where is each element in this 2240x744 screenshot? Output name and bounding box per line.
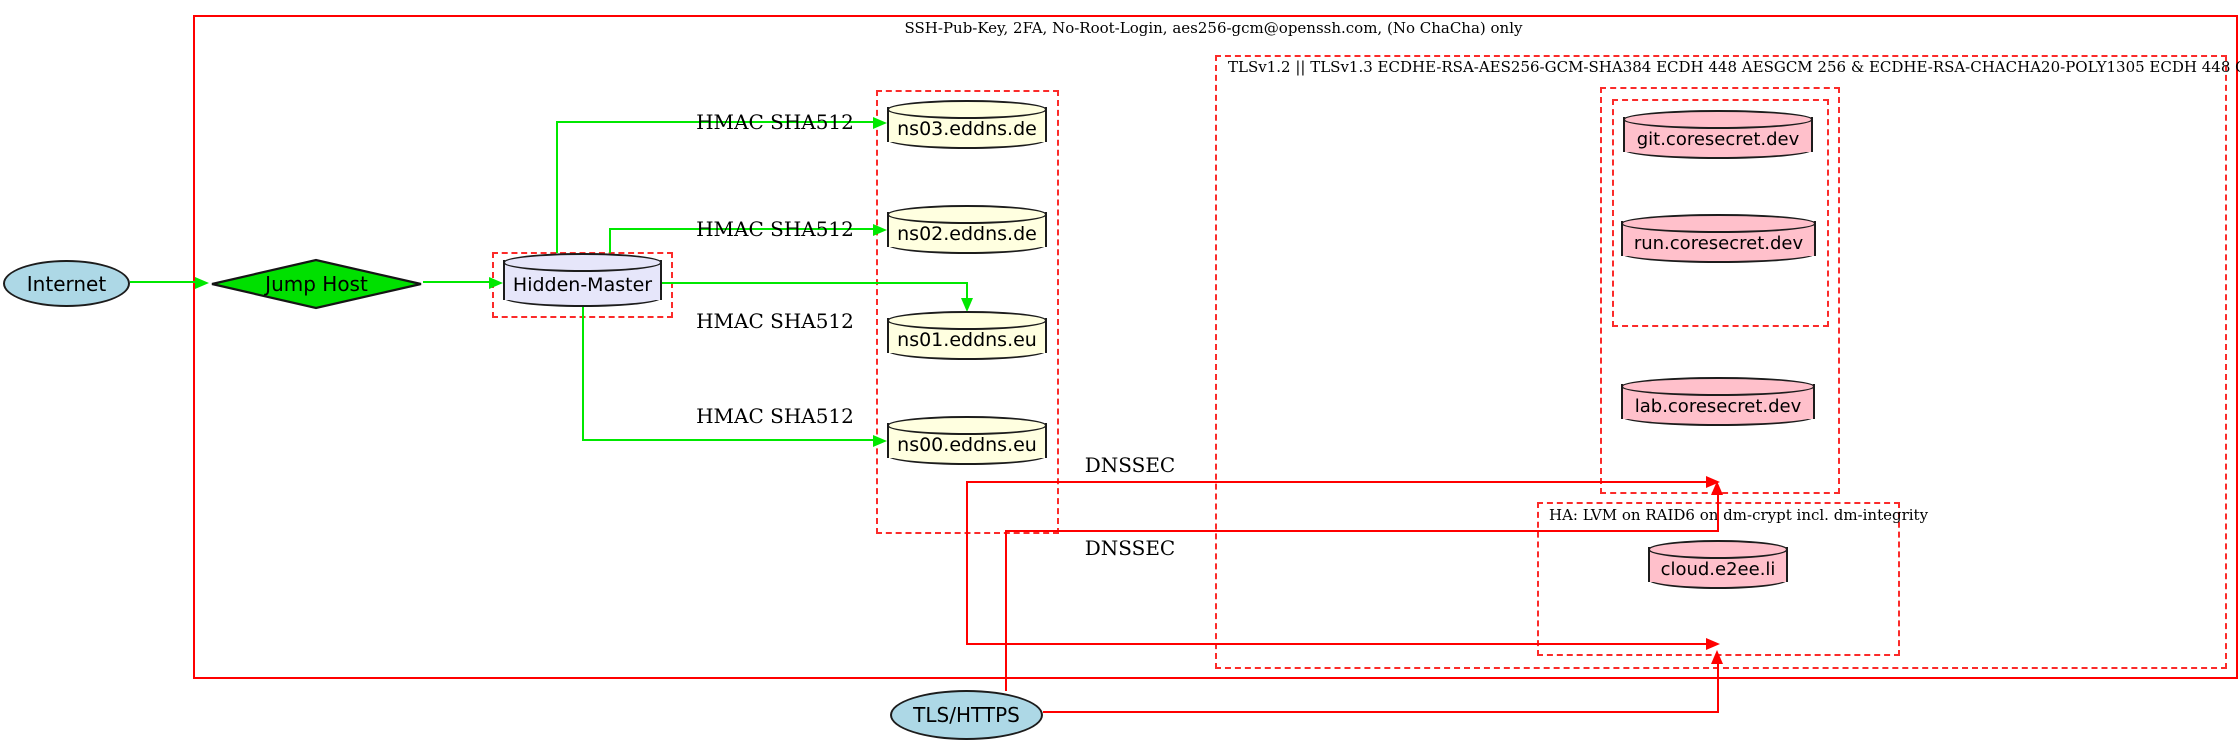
edge-hm-ns01-horizontal	[662, 282, 968, 284]
edge-tls-ha-horizontal	[1043, 711, 1719, 713]
node-git: git.coresecret.dev	[1623, 110, 1813, 159]
diamond-shape	[211, 258, 422, 310]
edge-label-dnssec-lower: DNSSEC	[1084, 536, 1176, 560]
edge-label-dnssec-upper: DNSSEC	[1084, 453, 1176, 477]
arrowhead-tls-coresecret	[1711, 481, 1723, 495]
node-git-label: git.coresecret.dev	[1636, 128, 1800, 150]
edge-label-hmac-ns01: HMAC SHA512	[696, 309, 854, 333]
cluster-tls-boundary	[1215, 55, 2227, 669]
node-ns02: ns02.eddns.de	[887, 205, 1047, 254]
node-ns02-label: ns02.eddns.de	[897, 223, 1037, 245]
edge-label-hmac-ns03: HMAC SHA512	[696, 110, 854, 134]
node-cloud-label: cloud.e2ee.li	[1660, 558, 1776, 580]
node-ns00-label: ns00.eddns.eu	[897, 434, 1037, 456]
arrowhead-jumphost-hiddenmaster	[489, 277, 503, 289]
arrowhead-tls-ha	[1711, 650, 1723, 664]
edge-hm-ns03-vertical	[556, 122, 558, 253]
node-jump-host: Jump Host	[210, 258, 423, 310]
edge-label-hmac-ns00: HMAC SHA512	[696, 404, 854, 428]
edge-jumphost-hiddenmaster	[423, 281, 490, 283]
edge-tls-ha-vertical-end	[1717, 663, 1719, 712]
node-lab-label: lab.coresecret.dev	[1634, 395, 1802, 417]
edge-hm-ns00-vertical	[582, 303, 584, 440]
edge-hm-ns02-horizontal	[609, 228, 874, 230]
cluster-ssh-label: SSH-Pub-Key, 2FA, No-Root-Login, aes256-…	[904, 19, 1523, 37]
edge-tls-coresecret-vertical-from-ellipse	[1005, 530, 1007, 691]
edge-tls-coresecret-horizontal	[1005, 530, 1719, 532]
node-hidden-master: Hidden-Master	[503, 253, 662, 307]
cluster-tls-label: TLSv1.2 || TLSv1.3 ECDHE-RSA-AES256-GCM-…	[1228, 58, 2240, 76]
node-lab: lab.coresecret.dev	[1621, 377, 1815, 426]
cluster-ssh-boundary	[193, 15, 2238, 679]
node-internet: Internet	[3, 260, 130, 307]
edge-label-hmac-ns02: HMAC SHA512	[696, 217, 854, 241]
arrowhead-hm-ns02	[873, 224, 887, 236]
edge-hm-ns01-vertical	[966, 282, 968, 299]
arrowhead-hm-ns01	[961, 298, 973, 312]
edge-red-dnssec-upper-horizontal	[966, 481, 1707, 483]
node-internet-label: Internet	[26, 271, 107, 296]
node-ns03-label: ns03.eddns.de	[897, 118, 1037, 140]
node-ns03: ns03.eddns.de	[887, 100, 1047, 149]
edge-tls-coresecret-vertical-end	[1717, 494, 1719, 531]
node-tls-https: TLS/HTTPS	[890, 690, 1043, 740]
edge-red-staircase-vertical	[966, 481, 968, 644]
node-run-label: run.coresecret.dev	[1633, 232, 1804, 254]
cluster-ha-label: HA: LVM on RAID6 on dm-crypt incl. dm-in…	[1549, 506, 1929, 524]
node-ns01: ns01.eddns.eu	[887, 311, 1047, 360]
arrowhead-hm-ns00	[873, 435, 887, 447]
node-ns00: ns00.eddns.eu	[887, 416, 1047, 465]
node-jump-host-label: Jump Host	[265, 272, 368, 296]
node-run: run.coresecret.dev	[1621, 214, 1816, 263]
node-cloud: cloud.e2ee.li	[1648, 540, 1788, 589]
node-ns01-label: ns01.eddns.eu	[897, 329, 1037, 351]
edge-red-lower-horizontal	[966, 643, 1707, 645]
edge-hm-ns03-horizontal	[556, 121, 874, 123]
cluster-coresecret-inner-boundary	[1612, 99, 1829, 327]
arrowhead-red-into-ha-right	[1706, 638, 1720, 650]
node-tls-https-label: TLS/HTTPS	[913, 703, 1020, 727]
node-hidden-master-label: Hidden-Master	[512, 273, 653, 296]
arrowhead-internet-jumphost	[195, 277, 209, 289]
edge-hm-ns02-vertical	[609, 229, 611, 253]
edge-hm-ns00-horizontal	[582, 439, 874, 441]
edge-internet-jumphost	[130, 281, 196, 283]
arrowhead-hm-ns03	[873, 117, 887, 129]
